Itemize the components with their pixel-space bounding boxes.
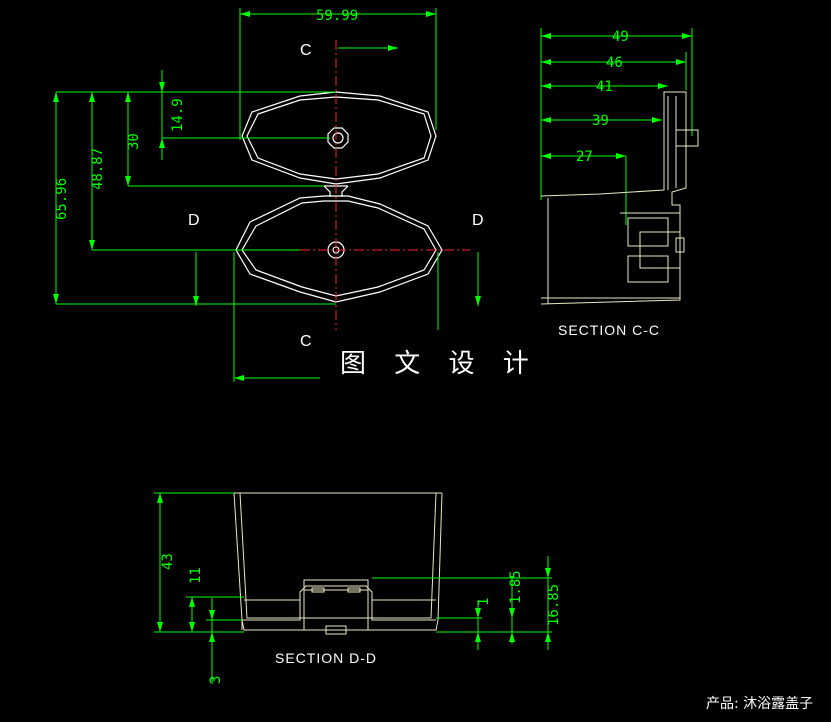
dim-dd-base: 3 <box>208 676 224 684</box>
top-view-dimensions: 59.99 C 14.9 30 48.87 65.96 <box>53 8 484 382</box>
dim-dd-boss-top: 1.85 <box>508 570 524 604</box>
dim-total-height: 65.96 <box>54 178 70 220</box>
top-view <box>235 40 470 330</box>
dim-width: 59.99 <box>316 8 358 24</box>
section-label-c-bottom: C <box>300 333 312 350</box>
dim-dd-boss-height: 16.85 <box>546 584 562 626</box>
dim-cc-41: 41 <box>596 79 613 95</box>
product-label: 产品: 沐浴露盖子 <box>706 696 813 712</box>
watermark-bg <box>330 340 510 382</box>
dim-dd-height: 43 <box>160 553 176 570</box>
section-dd-title: SECTION D-D <box>275 650 377 666</box>
section-label-d-left: D <box>188 212 200 229</box>
watermark: 图 文 设 计 <box>340 349 539 379</box>
section-cc: 49 46 41 39 27 SECTION C-C <box>540 28 699 338</box>
dim-ellipse-height: 30 <box>126 133 142 150</box>
dim-half-height: 14.9 <box>170 98 186 132</box>
dim-cc-27: 27 <box>576 149 593 165</box>
dim-cc-39: 39 <box>592 113 609 129</box>
dim-dd-step: 1 <box>476 598 492 606</box>
section-label-c-top: C <box>300 42 312 59</box>
section-label-d-right: D <box>472 212 484 229</box>
dim-dd-inner: 11 <box>188 567 204 584</box>
dim-cc-46: 46 <box>606 55 623 71</box>
section-cc-title: SECTION C-C <box>558 322 660 338</box>
dim-center-offset: 48.87 <box>90 148 106 190</box>
section-dd: 43 11 3 16.85 1.85 1 SECTION D-D <box>154 492 562 684</box>
dim-cc-49: 49 <box>612 29 629 45</box>
